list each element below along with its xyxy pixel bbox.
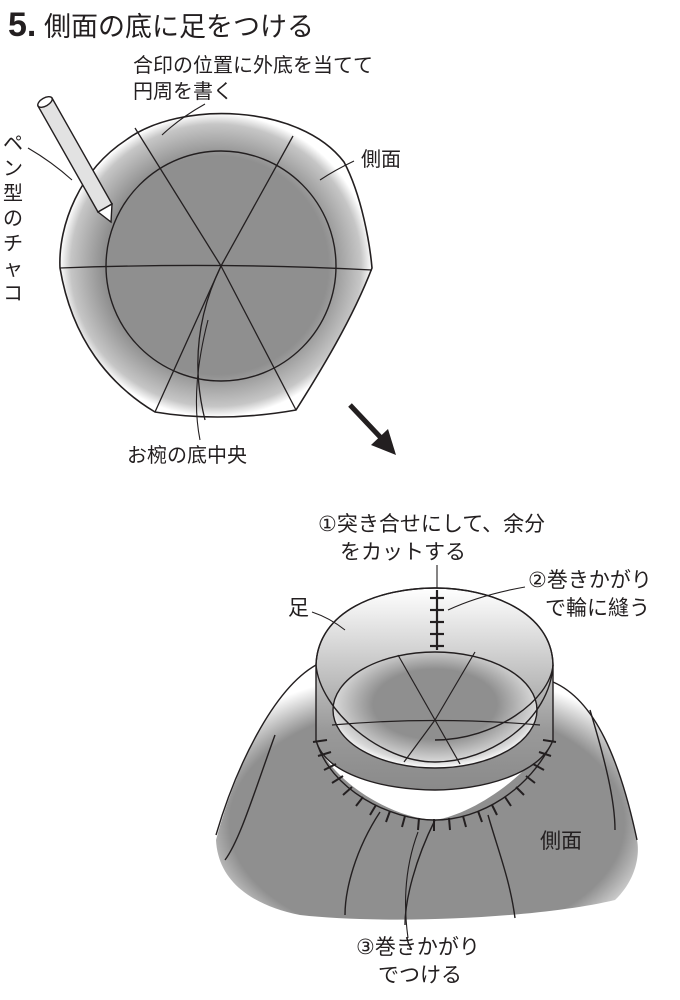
label-whip-line1: ②巻きかがり (528, 568, 652, 592)
pen-chalk-icon (37, 96, 113, 224)
label-attach-line1: ③巻きかがり (356, 935, 480, 959)
page-title: 5. 側面の底に足をつける (8, 6, 314, 44)
svg-text:ペ: ペ (3, 131, 23, 155)
label-bowl-center: お椀の底中央 (127, 443, 247, 467)
whip-stitch-join (430, 590, 444, 650)
title-text: 側面の底に足をつける (44, 12, 314, 43)
title-number: 5. (8, 6, 36, 44)
leader-lines-step1 (27, 103, 355, 441)
svg-text:コ: コ (3, 281, 23, 305)
label-whip-line2: で輪に縫う (545, 596, 650, 620)
leader-lines-step2 (311, 565, 526, 939)
svg-text:チ: チ (3, 231, 23, 255)
label-mark-line1: 合印の位置に外底を当てて (133, 53, 373, 77)
bowl-side-body (216, 665, 638, 920)
label-attach-line2: でつける (378, 963, 462, 987)
svg-text:ン: ン (3, 156, 23, 180)
label-side-step2: 側面 (540, 829, 582, 853)
svg-text:型: 型 (3, 181, 23, 205)
svg-text:の: の (3, 206, 23, 230)
label-side-step1: 側面 (361, 147, 401, 171)
next-step-arrow-icon (348, 403, 396, 455)
foot-rim-edge (315, 587, 554, 741)
svg-text:ャ: ャ (3, 256, 23, 280)
label-mark-line2: 円周を書く (133, 79, 233, 103)
label-pen-chalk: ペ ン 型 の チ ャ コ (3, 131, 23, 305)
label-foot: 足 (288, 596, 309, 620)
label-butt-line2: をカットする (340, 540, 466, 564)
label-butt-line1: ①突き合せにして、余分 (318, 512, 545, 536)
foot-ring (315, 587, 554, 791)
attach-stitches (312, 739, 557, 831)
step1-illustration: 合印の位置に外底を当てて 円周を書く 側面 ペ ン 型 の チ ャ コ お椀の底… (3, 53, 401, 467)
step2-illustration: ①突き合せにして、余分 をカットする ②巻きかがり で輪に縫う 足 側面 ③巻き… (215, 512, 652, 987)
seam-lines (59, 127, 373, 421)
